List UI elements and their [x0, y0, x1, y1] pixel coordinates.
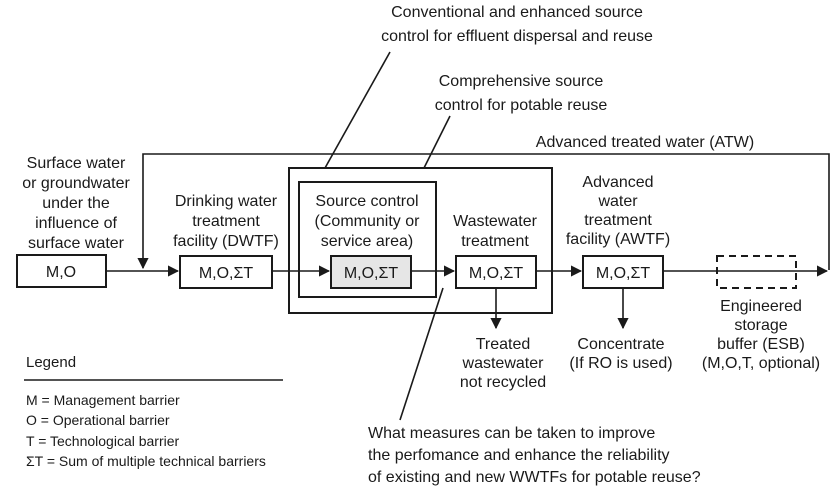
- dwtf-label-1: Drinking water: [175, 193, 278, 210]
- treated-wastewater-label-2: wastewater: [462, 355, 545, 372]
- source-label-4: influence of: [35, 215, 117, 232]
- question-line-3: of existing and new WWTFs for potable re…: [368, 469, 701, 486]
- awtf-label-1: Advanced: [582, 174, 653, 191]
- source-control-label-2: (Community or: [315, 213, 421, 230]
- awtf-box: [582, 255, 664, 289]
- wastewater-label-2: treatment: [461, 233, 529, 250]
- legend-item-management: M = Management barrier: [26, 392, 180, 408]
- source-control-box-label: M,O,ΣT: [344, 265, 399, 282]
- esb-label-2: storage: [734, 317, 787, 334]
- awtf-label-2: water: [597, 193, 638, 210]
- source-water-box-label: M,O: [46, 264, 76, 281]
- esb-dashed-box: [716, 255, 797, 289]
- legend-title: Legend: [26, 354, 76, 371]
- question-line-2: the perfomance and enhance the reliabili…: [368, 447, 670, 464]
- dwtf-label-3: facility (DWTF): [173, 233, 279, 250]
- source-label-2: or groundwater: [22, 175, 130, 192]
- treated-wastewater-label-3: not recycled: [460, 374, 546, 391]
- wastewater-label-1: Wastewater: [453, 213, 538, 230]
- source-label-5: surface water: [28, 235, 125, 252]
- atw-return-line: [137, 153, 830, 270]
- source-control-frame: [298, 181, 437, 298]
- annotation-conventional-line-1: Conventional and enhanced source: [391, 4, 643, 21]
- annotation-atw: Advanced treated water (ATW): [536, 134, 754, 151]
- leader-line-comprehensive: [423, 115, 451, 169]
- concentrate-label-1: Concentrate: [577, 336, 664, 353]
- dwtf-box: [179, 255, 273, 289]
- source-label-1: Surface water: [27, 155, 126, 172]
- treated-wastewater-label-1: Treated: [476, 336, 531, 353]
- source-control-label-3: service area): [321, 233, 413, 250]
- legend-item-sum-technical: ΣT = Sum of multiple technical barriers: [26, 453, 266, 469]
- esb-label-1: Engineered: [720, 298, 802, 315]
- legend-item-technological: T = Technological barrier: [26, 433, 180, 449]
- wastewater-box: [455, 255, 537, 289]
- legend-item-operational: O = Operational barrier: [26, 412, 170, 428]
- dwtf-box-label: M,O,ΣT: [199, 265, 254, 282]
- annotation-comprehensive-line-2: control for potable reuse: [435, 97, 608, 114]
- source-control-box: [330, 255, 412, 289]
- dwtf-label-2: treatment: [192, 213, 260, 230]
- concentrate-label-2: (If RO is used): [569, 355, 672, 372]
- awtf-box-label: M,O,ΣT: [596, 265, 651, 282]
- annotation-comprehensive-line-1: Comprehensive source: [439, 73, 604, 90]
- source-control-label-1: Source control: [315, 193, 418, 210]
- wastewater-box-label: M,O,ΣT: [469, 265, 524, 282]
- source-label-3: under the: [42, 195, 110, 212]
- esb-label-3: buffer (ESB): [717, 336, 805, 353]
- awtf-label-4: facility (AWTF): [566, 231, 670, 248]
- leader-line-conventional: [324, 51, 391, 169]
- source-water-box: [16, 254, 107, 288]
- comprehensive-control-frame: [288, 167, 553, 314]
- awtf-label-3: treatment: [584, 212, 652, 229]
- annotation-conventional-line-2: control for effluent dispersal and reuse: [381, 28, 653, 45]
- esb-label-4: (M,O,T, optional): [702, 355, 820, 372]
- leader-line-question: [399, 287, 444, 421]
- question-line-1: What measures can be taken to improve: [368, 425, 655, 442]
